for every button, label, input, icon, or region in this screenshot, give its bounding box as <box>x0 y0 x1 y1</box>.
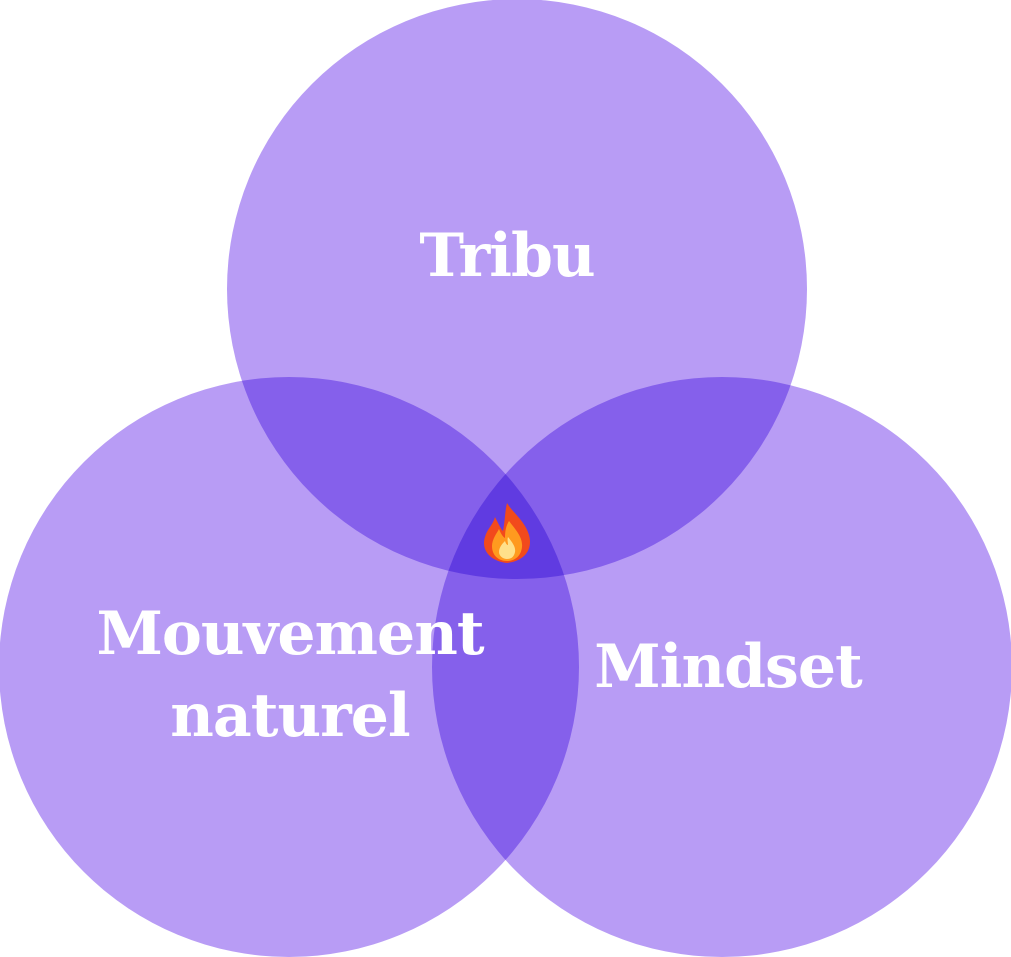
label-mouvement-line-2: naturel <box>170 681 410 751</box>
circle-mindset <box>432 377 1011 957</box>
label-mouvement-naturel: Mouvement naturel <box>96 599 485 751</box>
label-tribu: Tribu <box>419 221 595 291</box>
label-mindset: Mindset <box>594 632 864 702</box>
circle-mouvement-naturel <box>0 377 579 957</box>
label-tribu-line-1: Tribu <box>419 221 594 291</box>
fire-icon <box>483 503 531 563</box>
label-mindset-line-1: Mindset <box>594 632 863 702</box>
label-mouvement-line-1: Mouvement <box>96 599 484 669</box>
